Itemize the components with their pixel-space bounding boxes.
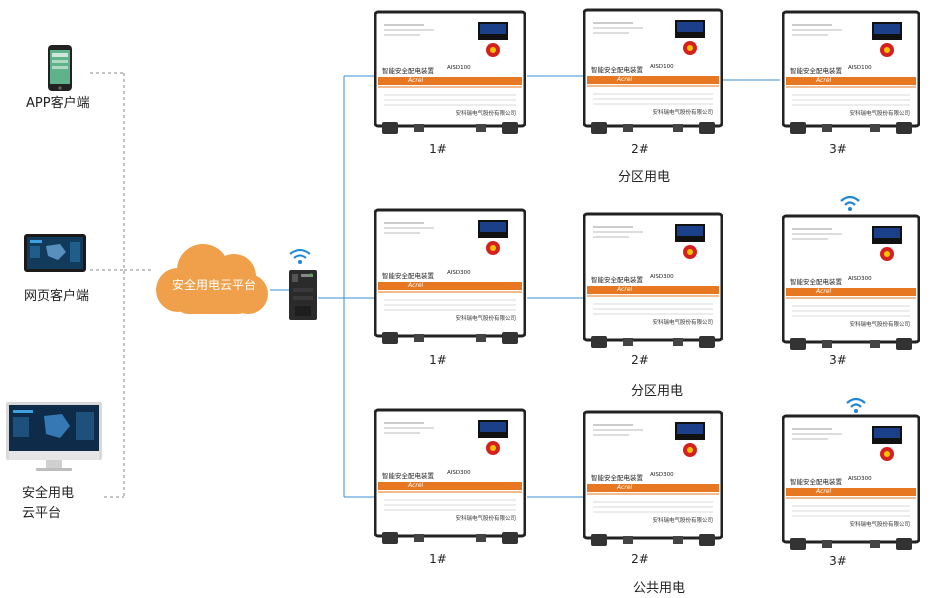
cabinet-model: AISD300 [650, 472, 674, 478]
cabinet-brand: Acrel [617, 286, 632, 293]
cabinet-company: 安科瑞电气股份有限公司 [455, 514, 516, 522]
cabinet-title: 智能安全配电装置 [382, 470, 434, 480]
cabinet-brand: Acrel [617, 484, 632, 491]
cabinet-brand: Acrel [816, 77, 831, 84]
wifi-icon [845, 397, 867, 413]
cabinet-brand: Acrel [408, 482, 423, 489]
cabinet-number-r3-2: 2# [620, 552, 660, 566]
cabinet-title: 智能安全配电装置 [790, 276, 842, 286]
cabinet-model: AISD300 [447, 270, 471, 276]
cabinet-number-r1-3: 3# [818, 142, 858, 156]
app-client-label: APP客户端 [26, 94, 90, 113]
row-label-1: 分区用电 [618, 166, 670, 185]
wifi-icon [839, 195, 861, 211]
gateway-icon [287, 268, 319, 322]
cabinet-title: 智能安全配电装置 [591, 274, 643, 284]
cabinet-title: 智能安全配电装置 [591, 64, 643, 74]
cabinet-number-r3-1: 1# [418, 552, 458, 566]
cabinet-title: 智能安全配电装置 [382, 65, 434, 75]
cabinet-company: 安科瑞电气股份有限公司 [849, 520, 910, 528]
cabinet-number-r3-3: 3# [818, 554, 858, 568]
cabinet-company: 安科瑞电气股份有限公司 [849, 109, 910, 117]
cabinet-number-r2-3: 3# [818, 353, 858, 367]
cabinet-model: AISD100 [848, 65, 872, 71]
tablet-icon [24, 234, 86, 272]
cabinet-company: 安科瑞电气股份有限公司 [652, 318, 713, 326]
cabinet-brand: Acrel [408, 77, 423, 84]
cabinet-number-r1-2: 2# [620, 142, 660, 156]
cabinet-brand: Acrel [408, 282, 423, 289]
cabinet-company: 安科瑞电气股份有限公司 [455, 314, 516, 322]
row-label-2: 分区用电 [631, 380, 683, 399]
cabinet-number-r2-1: 1# [418, 353, 458, 367]
cabinet-brand: Acrel [617, 76, 632, 83]
cloud-label: 安全用电云平台 [164, 276, 264, 293]
cabinet-brand: Acrel [816, 488, 831, 495]
cabinet-number-r1-1: 1# [418, 142, 458, 156]
cabinet-title: 智能安全配电装置 [790, 65, 842, 75]
platform-client-label-line2: 云平台 [22, 504, 61, 523]
desktop-icon [6, 402, 102, 474]
cabinet-company: 安科瑞电气股份有限公司 [652, 516, 713, 524]
cabinet-company: 安科瑞电气股份有限公司 [849, 320, 910, 328]
cabinet-title: 智能安全配电装置 [382, 270, 434, 280]
cabinet-number-r2-2: 2# [620, 353, 660, 367]
cabinet-model: AISD300 [447, 470, 471, 476]
cabinet-brand: Acrel [816, 288, 831, 295]
cabinet-model: AISD300 [650, 274, 674, 280]
cabinet-model: AISD100 [650, 64, 674, 70]
cabinet-title: 智能安全配电装置 [591, 472, 643, 482]
cabinet-model: AISD300 [848, 276, 872, 282]
cabinet-company: 安科瑞电气股份有限公司 [652, 108, 713, 116]
phone-icon [47, 44, 73, 92]
platform-client-label-line1: 安全用电 [22, 484, 74, 503]
cabinet-model: AISD300 [848, 476, 872, 482]
row-label-3: 公共用电 [633, 577, 685, 596]
cabinet-company: 安科瑞电气股份有限公司 [455, 109, 516, 117]
wifi-icon [288, 248, 312, 264]
web-client-label: 网页客户端 [24, 287, 89, 306]
cabinet-model: AISD100 [447, 65, 471, 71]
cabinet-title: 智能安全配电装置 [790, 476, 842, 486]
